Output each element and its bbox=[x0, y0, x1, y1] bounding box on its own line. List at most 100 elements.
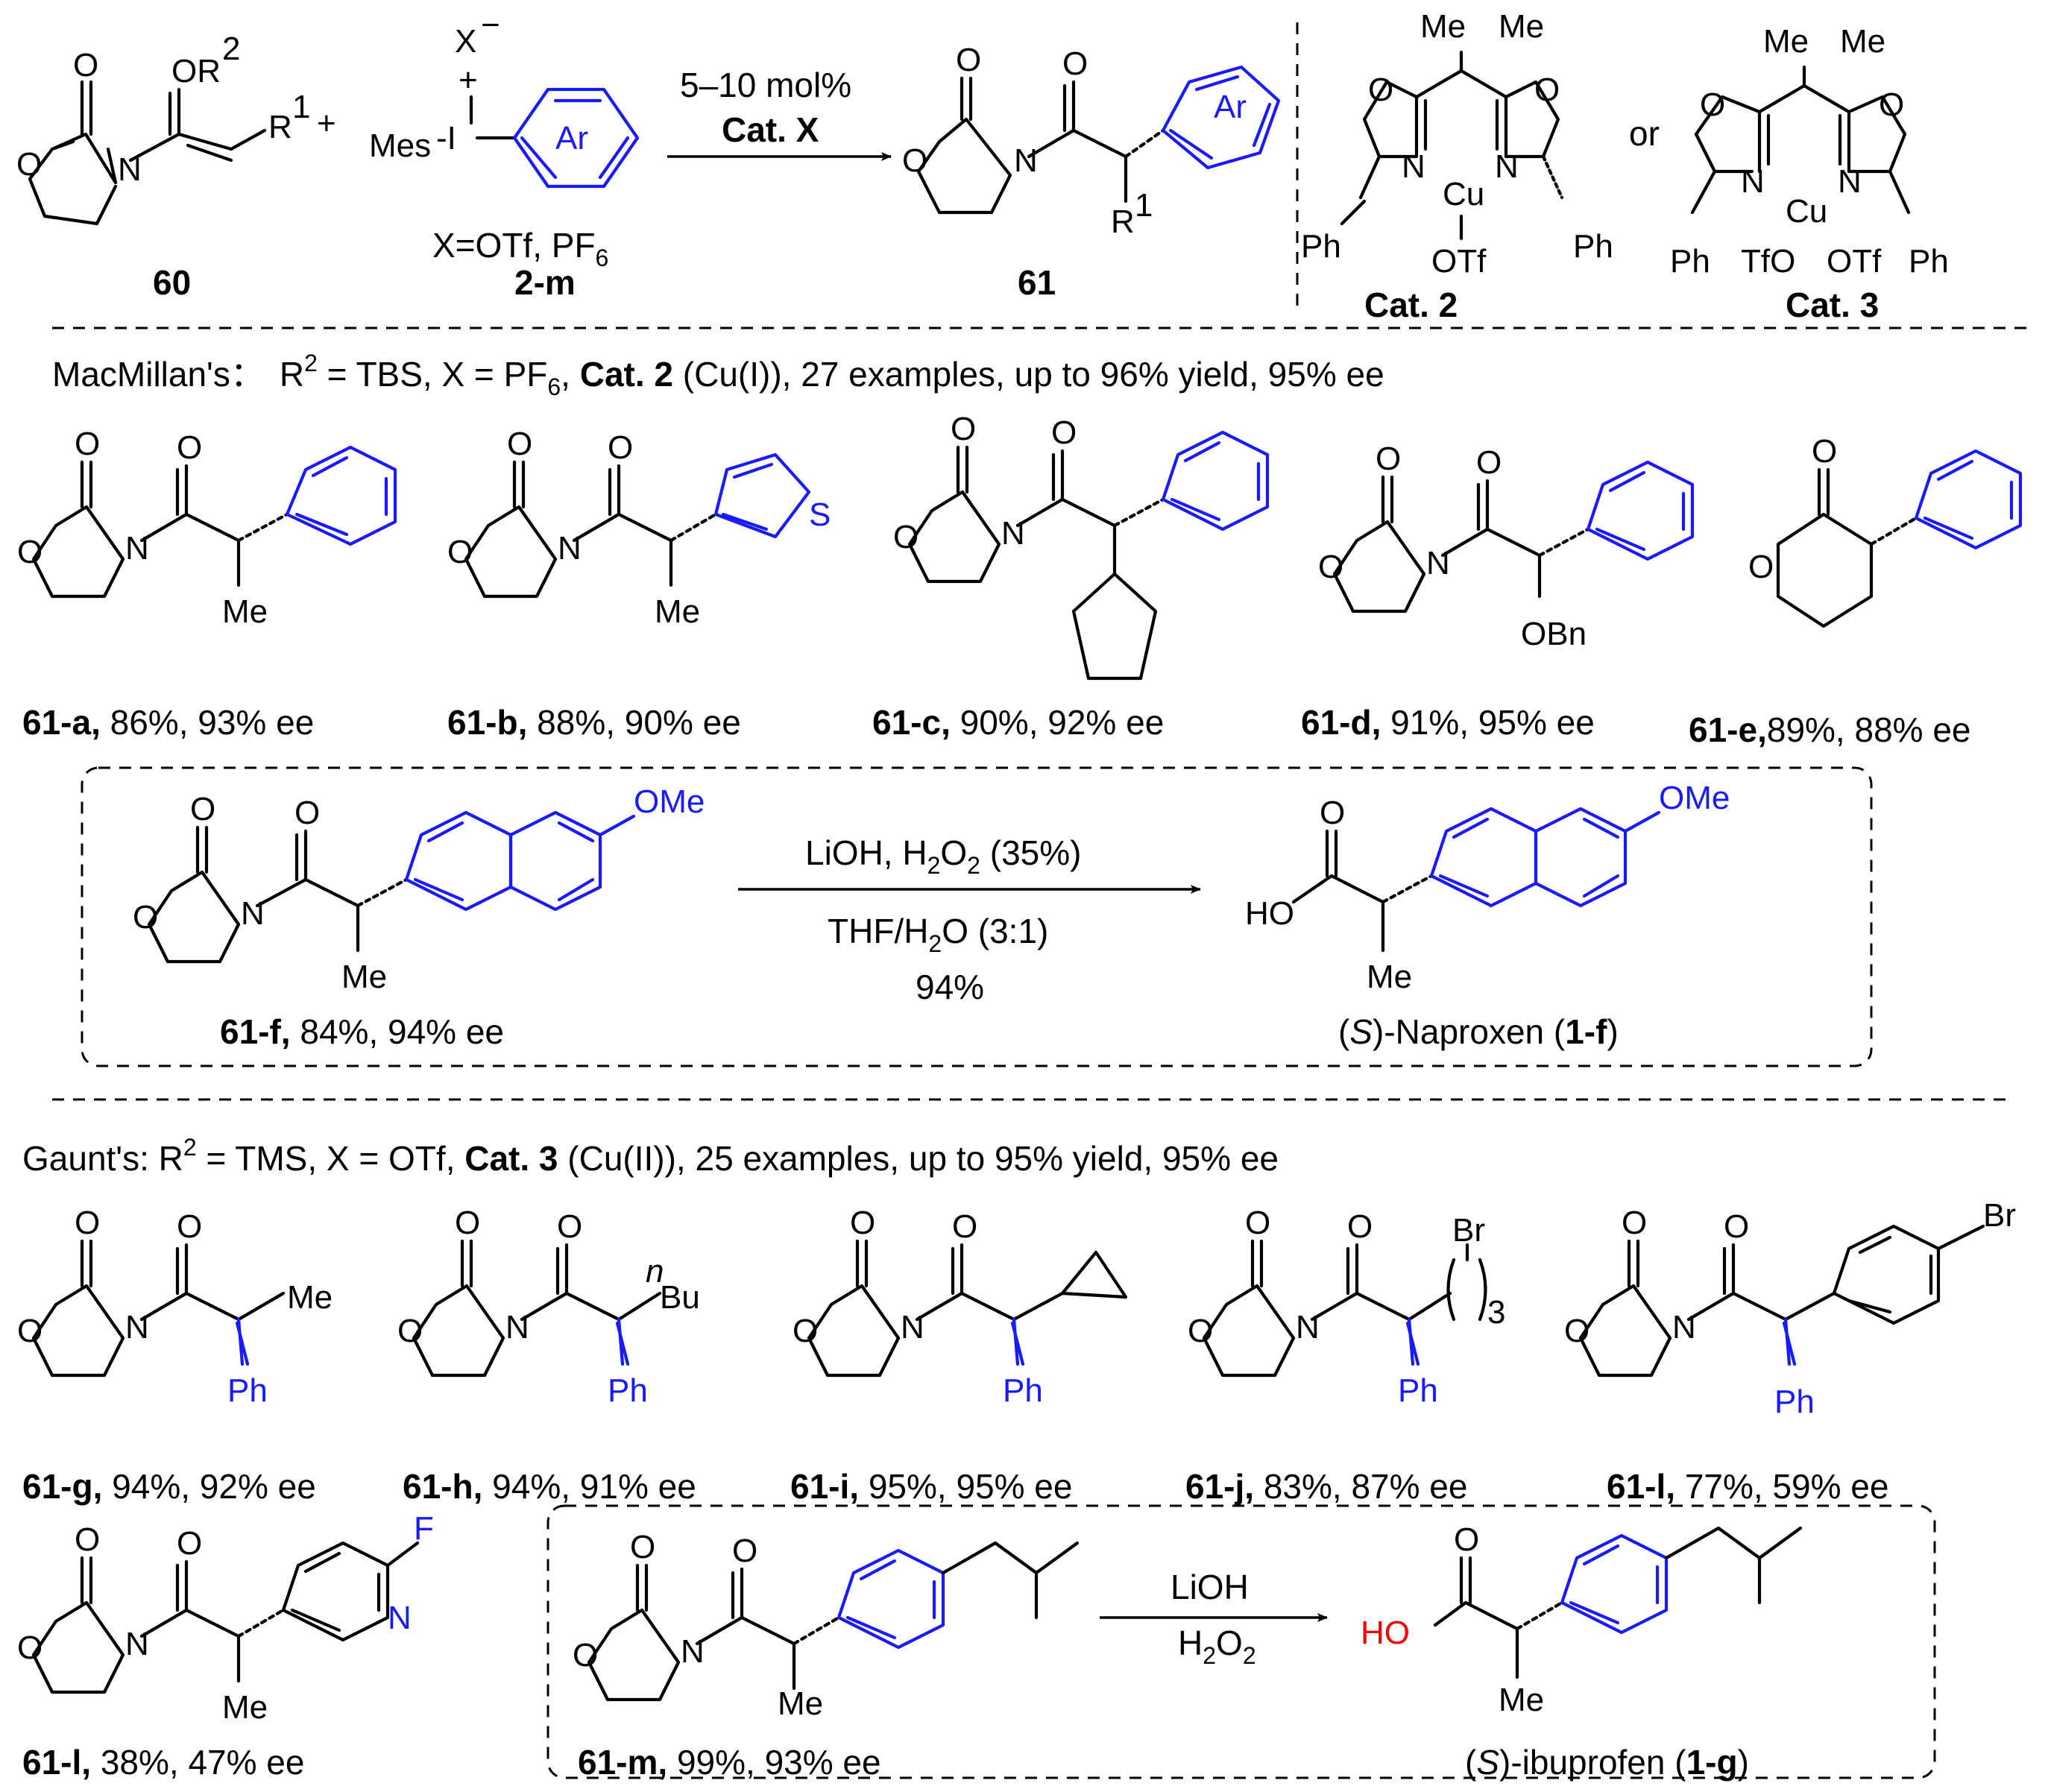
svg-text:O: O bbox=[793, 1313, 818, 1349]
caption-61c: 61-c, 90%, 92% ee bbox=[872, 703, 1164, 742]
svg-text:R: R bbox=[268, 109, 292, 145]
svg-text:O: O bbox=[75, 426, 100, 462]
caption-61a: 61-a, 86%, 93% ee bbox=[22, 703, 314, 742]
structure-61m: O O O N Me bbox=[573, 1529, 1080, 1722]
svg-text:N: N bbox=[681, 1633, 705, 1670]
svg-text:Me: Me bbox=[1499, 8, 1544, 45]
svg-text:S: S bbox=[809, 496, 831, 533]
structure-61h: O O O N n Bu Ph bbox=[397, 1205, 700, 1409]
svg-text:O: O bbox=[455, 1205, 480, 1241]
structure-61l-bromo: O O O N Br Ph bbox=[1564, 1197, 2016, 1420]
svg-text:O: O bbox=[17, 1313, 42, 1349]
svg-text:O: O bbox=[294, 795, 320, 831]
svg-text:OBn: OBn bbox=[1521, 616, 1587, 652]
svg-text:O: O bbox=[177, 429, 202, 466]
svg-text:O: O bbox=[1812, 433, 1837, 470]
structure-61a: O O O N Me bbox=[17, 426, 397, 630]
svg-text:OR: OR bbox=[171, 53, 221, 89]
structure-61d: O O O N OBn bbox=[1318, 441, 1695, 652]
svg-text:TfO: TfO bbox=[1741, 243, 1795, 280]
svg-text:O: O bbox=[177, 1525, 202, 1562]
svg-text:Me: Me bbox=[1840, 23, 1885, 60]
svg-text:O: O bbox=[956, 42, 981, 78]
svg-text:O: O bbox=[1622, 1205, 1647, 1241]
caption-61i: 61-i, 95%, 95% ee bbox=[790, 1467, 1072, 1506]
svg-text:N: N bbox=[1402, 148, 1425, 185]
svg-text:O: O bbox=[1062, 45, 1088, 82]
svg-text:Mes: Mes bbox=[369, 127, 431, 164]
svg-text:Ph: Ph bbox=[1573, 228, 1613, 265]
structure-61i: O O O N Ph bbox=[793, 1205, 1128, 1409]
structure-61g: O O O N Me Ph bbox=[17, 1205, 333, 1409]
ibuprofen-cond2: H2O2 bbox=[1178, 1624, 1256, 1669]
svg-text:O: O bbox=[952, 1208, 977, 1245]
svg-text:Ph: Ph bbox=[227, 1372, 268, 1409]
svg-text:O: O bbox=[397, 1313, 423, 1349]
svg-text:N: N bbox=[1014, 142, 1038, 179]
svg-text:O: O bbox=[1318, 549, 1343, 585]
svg-text:Br: Br bbox=[1452, 1212, 1485, 1249]
svg-text:O: O bbox=[17, 534, 42, 570]
caption-61h: 61-h, 94%, 91% ee bbox=[403, 1467, 696, 1506]
svg-text:O: O bbox=[17, 1629, 42, 1666]
svg-text:Cu: Cu bbox=[1786, 193, 1827, 230]
svg-text:1: 1 bbox=[292, 89, 310, 125]
svg-text:O: O bbox=[1320, 795, 1345, 831]
svg-text:OMe: OMe bbox=[1659, 780, 1730, 816]
svg-text:O: O bbox=[893, 519, 919, 555]
svg-text:1: 1 bbox=[1135, 187, 1153, 224]
svg-text:O: O bbox=[1188, 1313, 1213, 1349]
svg-text:Br: Br bbox=[1983, 1197, 2016, 1234]
caption-61l-bromo: 61-l, 77%, 59% ee bbox=[1607, 1467, 1888, 1506]
svg-text:N: N bbox=[558, 530, 582, 567]
svg-text:O: O bbox=[850, 1205, 875, 1241]
svg-text:N: N bbox=[1426, 545, 1450, 581]
svg-text:O: O bbox=[16, 146, 42, 183]
ibuprofen-cond1: LiOH bbox=[1170, 1568, 1249, 1606]
svg-text:OTf: OTf bbox=[1827, 243, 1882, 280]
cat2-structure: Me Me O O N N Cu OTf Ph Ph Cat. 2 bbox=[1301, 8, 1613, 324]
naproxen-cond2: THF/H2O (3:1) bbox=[828, 912, 1048, 957]
svg-text:Ph: Ph bbox=[1774, 1384, 1815, 1420]
cat3-structure: Me Me O O N N Cu Ph TfO OTf Ph Cat. 3 bbox=[1670, 23, 1949, 324]
svg-text:Ph: Ph bbox=[1670, 243, 1710, 280]
svg-text:O: O bbox=[1724, 1208, 1749, 1245]
svg-text:O: O bbox=[1564, 1313, 1589, 1349]
svg-text:N: N bbox=[901, 1309, 924, 1345]
svg-text:Me: Me bbox=[287, 1279, 333, 1316]
compound-61-structure: Ar O O O N R 1 bbox=[902, 42, 1281, 240]
structure-61b: O O O N Me S bbox=[447, 426, 831, 630]
structure-61j: O O O N Br 3 Ph bbox=[1188, 1205, 1505, 1409]
svg-text:O: O bbox=[1476, 444, 1502, 481]
svg-text:O: O bbox=[630, 1529, 655, 1565]
svg-text:R: R bbox=[1111, 204, 1135, 240]
svg-text:O: O bbox=[1347, 1208, 1373, 1245]
svg-text:-I: -I bbox=[436, 120, 456, 157]
svg-text:X: X bbox=[455, 23, 476, 60]
svg-text:F: F bbox=[414, 1510, 434, 1547]
counterion-line: X=OTf, PF6 bbox=[432, 226, 608, 271]
svg-text:+: + bbox=[317, 105, 336, 142]
svg-text:OTf: OTf bbox=[1431, 243, 1487, 280]
svg-text:2: 2 bbox=[222, 31, 240, 67]
svg-text:Ph: Ph bbox=[1909, 243, 1949, 280]
svg-text:O: O bbox=[1879, 86, 1904, 123]
svg-text:N: N bbox=[505, 1309, 529, 1345]
svg-text:O: O bbox=[732, 1533, 757, 1569]
svg-text:O: O bbox=[75, 1205, 100, 1241]
svg-text:O: O bbox=[190, 791, 215, 827]
svg-text:O: O bbox=[447, 534, 473, 570]
svg-text:O: O bbox=[73, 47, 98, 83]
svg-text:N: N bbox=[241, 895, 265, 932]
svg-text:Me: Me bbox=[1499, 1682, 1544, 1718]
svg-text:N: N bbox=[388, 1600, 412, 1636]
ibuprofen-name: (S)-ibuprofen (1-g) bbox=[1465, 1743, 1749, 1782]
label-cat3: Cat. 3 bbox=[1786, 285, 1879, 324]
svg-text:O: O bbox=[1245, 1205, 1270, 1241]
structure-61c: O O O N bbox=[893, 411, 1270, 681]
caption-61j: 61-j, 83%, 87% ee bbox=[1185, 1467, 1467, 1506]
svg-text:N: N bbox=[118, 151, 142, 188]
svg-text:Ph: Ph bbox=[1301, 228, 1341, 265]
svg-text:N: N bbox=[1741, 163, 1765, 200]
